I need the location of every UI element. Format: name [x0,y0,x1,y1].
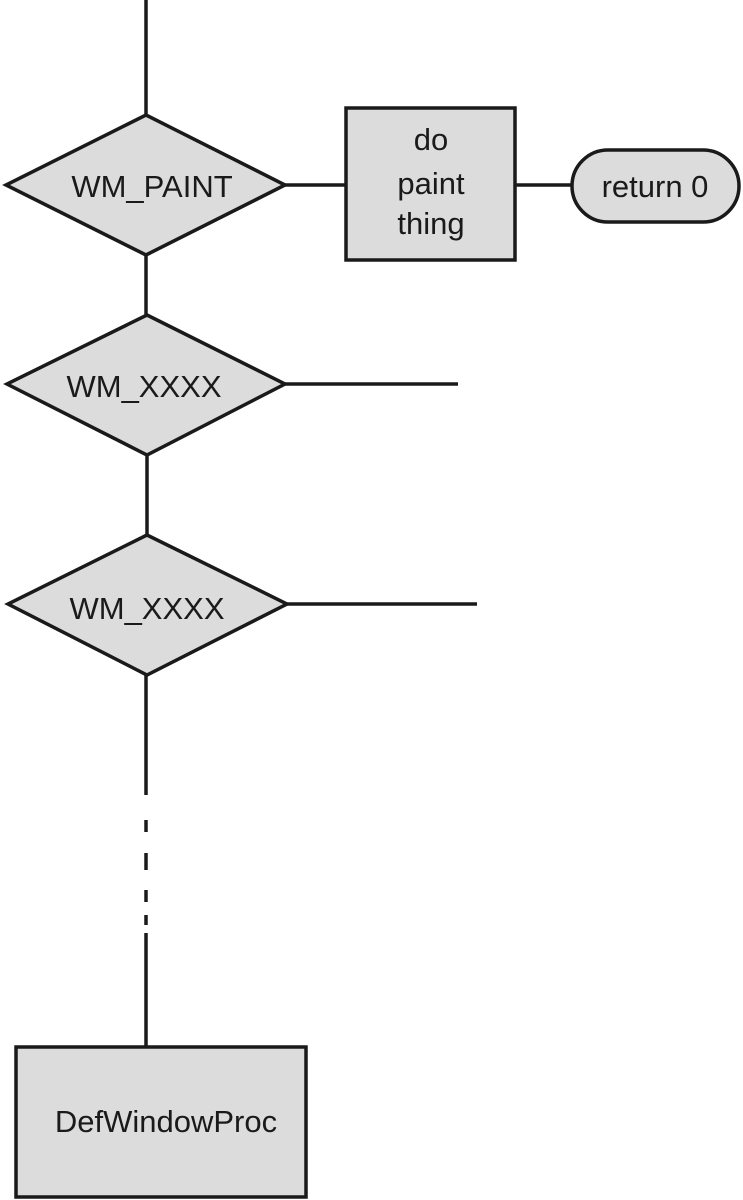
decision-wm-paint: WM_PAINT [2,113,289,257]
decision-wm-xxxx-1-shape [3,313,289,457]
process-do-paint-thing-line2: paint [397,166,465,201]
process-defwindowproc-label: DefWindowProc [55,1104,277,1139]
decision-wm-xxxx-2-label: WM_XXXX [69,591,224,626]
terminal-return-0-label: return 0 [602,169,709,204]
decision-wm-xxxx-2: WM_XXXX [4,533,291,677]
process-do-paint-thing-line3: thing [397,206,464,241]
decision-wm-xxxx-2-shape [4,533,291,677]
decision-wm-xxxx-1: WM_XXXX [3,313,289,457]
process-do-paint-thing-shape [344,106,517,262]
process-do-paint-thing-line1: do [414,122,448,157]
decision-wm-xxxx-1-label: WM_XXXX [66,369,221,404]
decision-wm-paint-shape [2,113,289,257]
decision-wm-paint-label: WM_PAINT [71,169,232,204]
terminal-return-0: return 0 [570,148,741,224]
process-defwindowproc-shape [14,1045,308,1199]
process-defwindowproc: DefWindowProc [14,1045,308,1199]
process-do-paint-thing: do paint thing [344,106,517,262]
terminal-return-0-shape [570,148,741,224]
